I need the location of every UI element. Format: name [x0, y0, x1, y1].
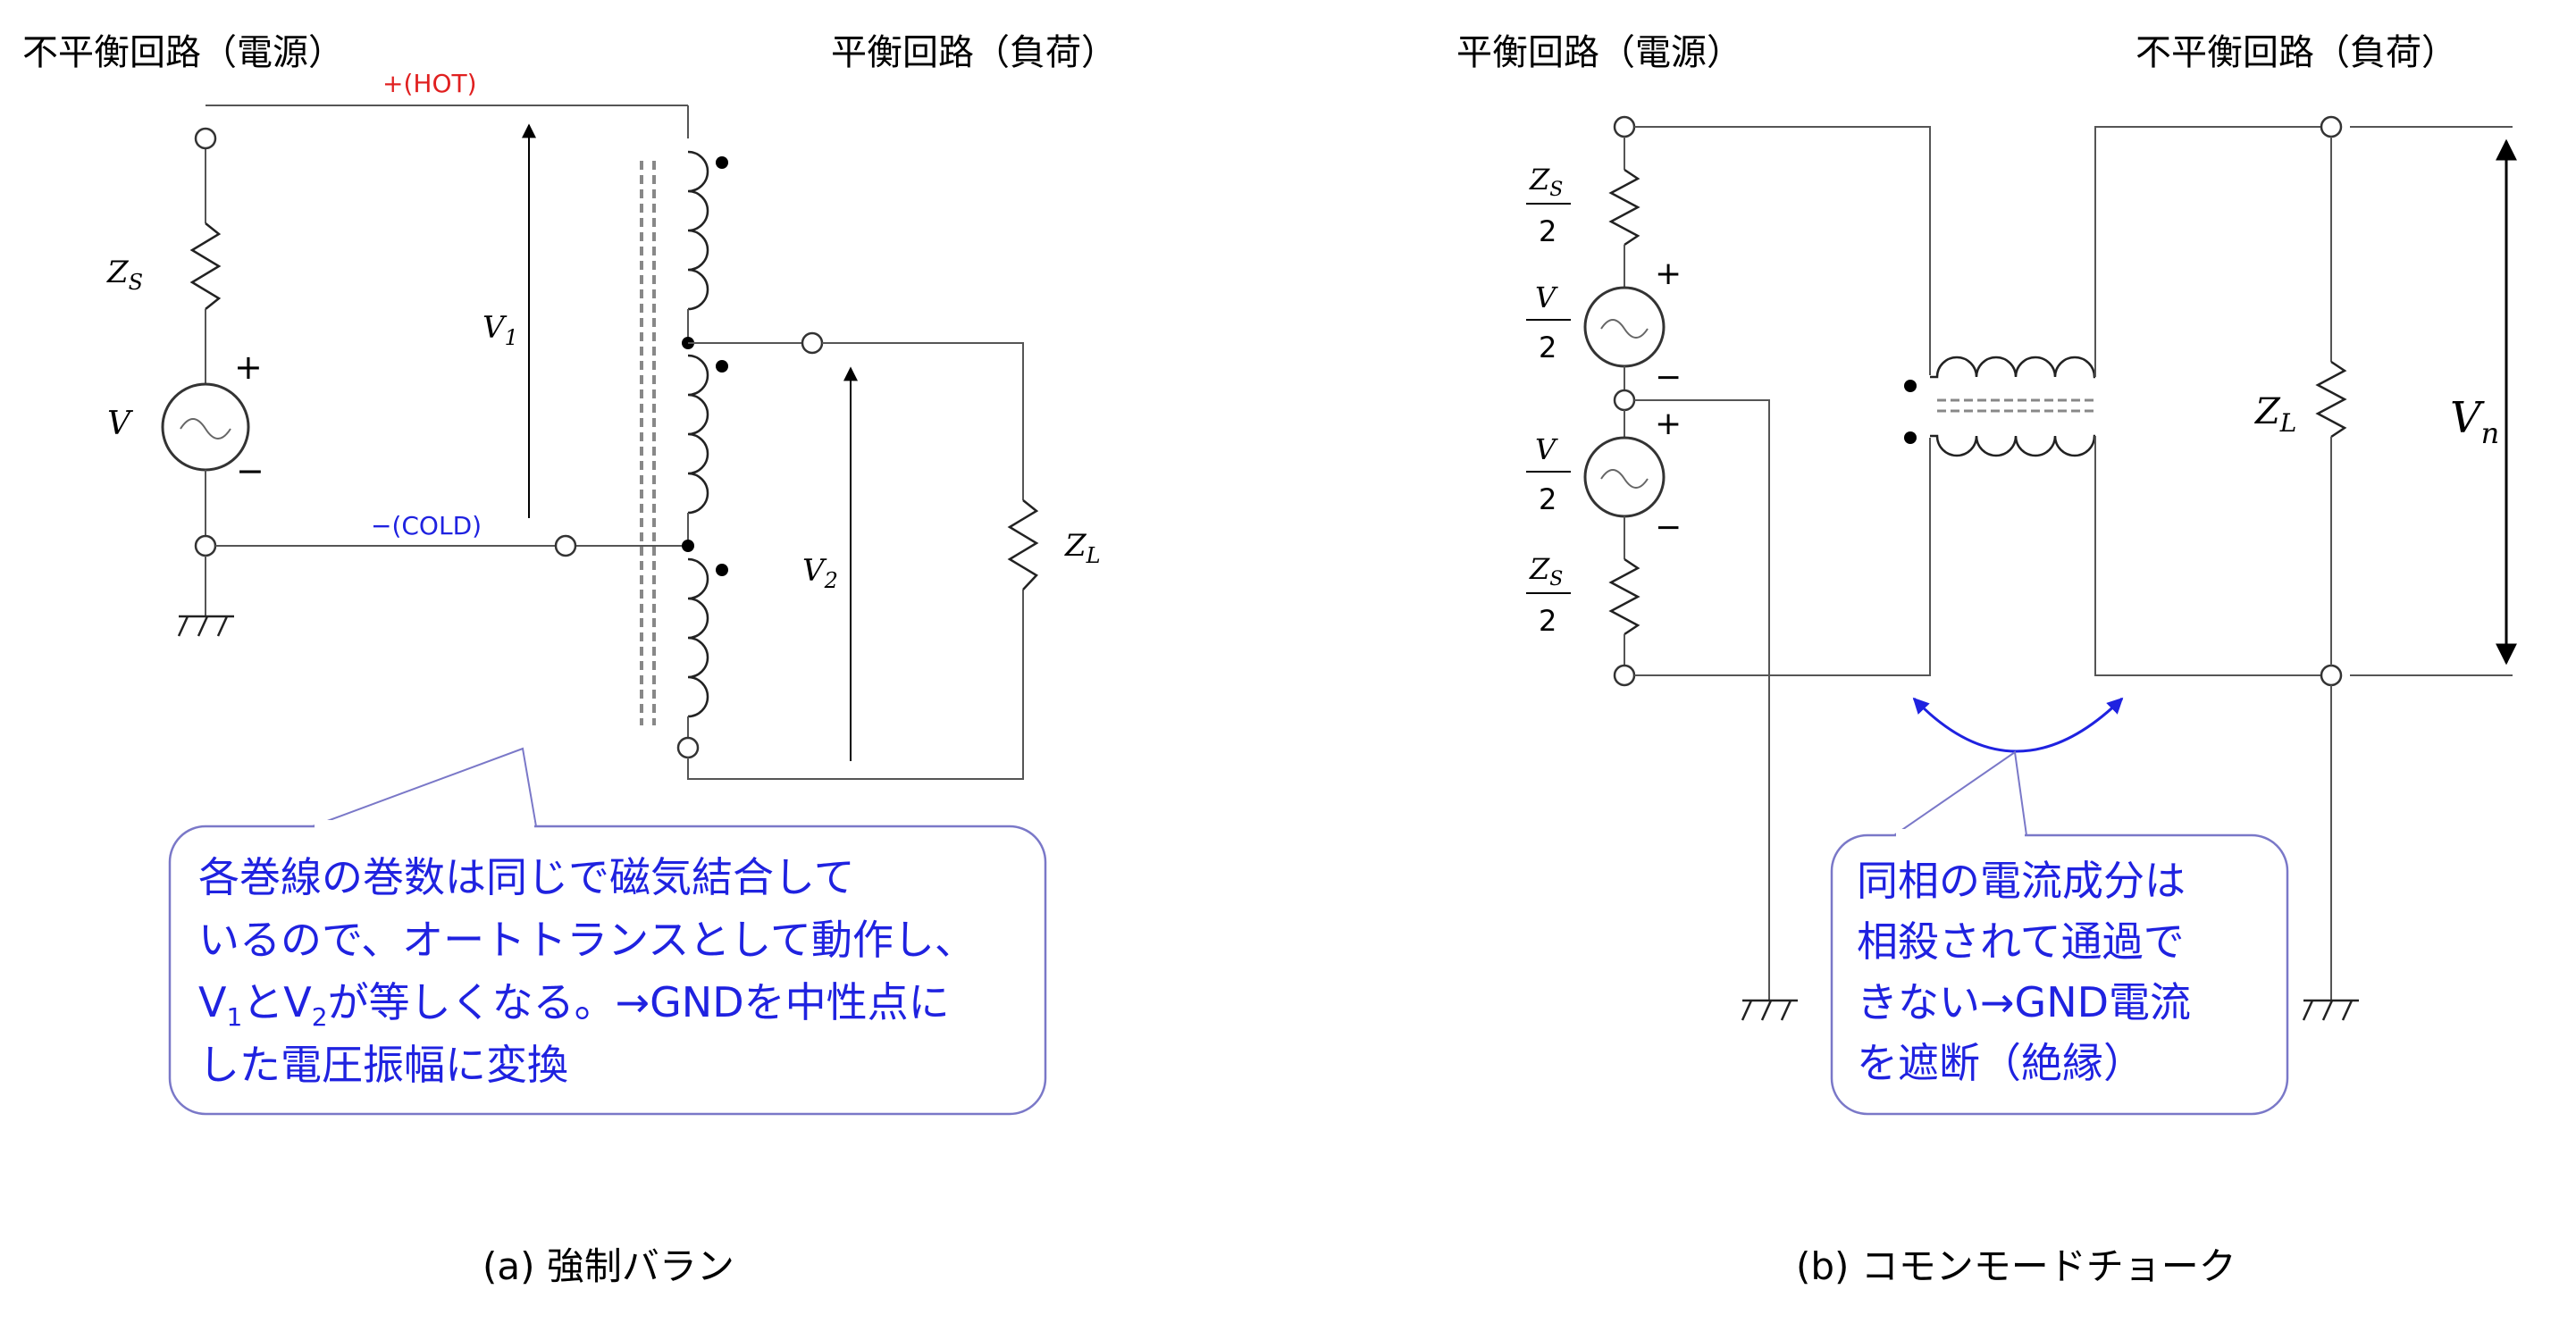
r-ground-tick-2a [2302, 1000, 2314, 1021]
caption-a: (a) 強制バラン [482, 1244, 734, 1288]
r-mid-ground-wire [1634, 399, 1770, 1001]
ground-tick-1 [177, 615, 189, 637]
r-callout-line-3: きない→GND電流 [1857, 978, 2191, 1026]
ground-tick-2 [197, 615, 209, 637]
svg-text:2: 2 [1539, 331, 1557, 364]
v2-label: V2 [802, 553, 838, 593]
r-load-top-wire [2094, 126, 2321, 377]
r-load-terminal-top [2320, 115, 2343, 138]
r-zs-resistor-bottom [1608, 557, 1640, 636]
coil-1 [687, 150, 709, 311]
minus-sign: − [236, 451, 264, 490]
right-title-unbalanced: 不平衡回路（負荷） [2135, 32, 2457, 73]
right-title-balanced: 平衡回路（電源） [1456, 32, 1742, 73]
coil-2 [687, 354, 709, 515]
r-callout-joint [1896, 829, 2025, 840]
cancel-arc-arrow [1912, 697, 2124, 753]
r-ground-tick-2b [2321, 1000, 2334, 1021]
r-load-terminal-bottom [2320, 664, 2343, 687]
callout-joint [315, 820, 534, 831]
hot-label: +(HOT) [382, 69, 477, 98]
r-v-bottom-fraction: V 2 [1526, 432, 1571, 516]
r-callout-line-4: を遮断（絶縁） [1857, 1039, 2144, 1087]
callout-box [168, 825, 1047, 1116]
svg-text:V: V [1535, 281, 1558, 314]
r-v-top-fraction: V 2 [1526, 281, 1571, 364]
terminal-cold-mid [554, 534, 577, 557]
polarity-dot-3 [716, 564, 728, 576]
r-zs-bottom-fraction: ZS 2 [1526, 552, 1571, 638]
caption-b: (b) コモンモードチョーク [1796, 1244, 2236, 1288]
choke-dot-1 [1904, 380, 1917, 392]
common-mode-choke-diagram: 平衡回路（電源） 不平衡回路（負荷） ZS 2 V 2 [1456, 32, 2517, 1288]
r-plus-top: + [1655, 255, 1682, 292]
r-callout-pointer [1893, 750, 2027, 836]
svg-text:2: 2 [1539, 604, 1557, 638]
r-minus-top: − [1655, 359, 1682, 396]
zl-label: ZL [1064, 528, 1101, 568]
r-sine-icon-bottom [1600, 469, 1649, 489]
r-sine-icon-top [1600, 319, 1649, 339]
r-callout-line-2: 相殺されて通過で [1857, 917, 2185, 966]
r-bottom-wire [1634, 438, 1931, 676]
r-zl-label: ZL [2253, 391, 2296, 438]
r-terminal-mid [1613, 389, 1636, 412]
vn-label: Vn [2450, 393, 2499, 450]
r-plus-bottom: + [1655, 406, 1682, 442]
sine-icon [180, 418, 231, 440]
callout-line-1: 各巻線の巻数は同じで磁気結合して [198, 853, 855, 901]
v-label: V [107, 406, 134, 442]
svg-text:2: 2 [1539, 214, 1557, 248]
forced-balun-diagram: 不平衡回路（電源） 平衡回路（負荷） +(HOT) ZS V + − −(COL… [22, 32, 1117, 1288]
r-zs-resistor-top [1608, 168, 1640, 247]
svg-text:V: V [1535, 432, 1558, 466]
svg-text:ZS: ZS [1529, 163, 1563, 201]
r-terminal-bottom [1613, 664, 1636, 687]
zs-label: ZS [106, 255, 143, 295]
svg-text:2: 2 [1539, 482, 1557, 516]
terminal-cold [194, 534, 217, 557]
zl-resistor [1007, 499, 1039, 590]
plus-sign: + [234, 347, 263, 387]
callout-line-3: V1とV2が等しくなる。→GNDを中性点に [198, 978, 950, 1032]
v1-label: V1 [482, 310, 518, 350]
svg-text:ZS: ZS [1529, 552, 1563, 590]
terminal-bottom [676, 736, 700, 759]
r-ground-tick-2c [2341, 1000, 2354, 1021]
zs-resistor [189, 222, 222, 310]
polarity-dot-1 [716, 156, 728, 169]
cold-label: −(COLD) [371, 511, 482, 540]
r-ground-tick-1a [1741, 1000, 1753, 1021]
r-ground-tick-1c [1780, 1000, 1792, 1021]
choke-coil-top [1930, 356, 2096, 379]
r-zs-top-fraction: ZS 2 [1526, 163, 1571, 248]
r-minus-bottom: − [1655, 509, 1682, 546]
callout-line-4: した電圧振幅に変換 [198, 1041, 568, 1089]
r-source-bottom [1583, 436, 1666, 518]
choke-dot-2 [1904, 431, 1917, 444]
load-return-wire [687, 590, 1024, 780]
coil-3 [687, 557, 709, 718]
terminal-mid [801, 331, 824, 355]
r-source-top [1583, 286, 1666, 368]
terminal-hot [194, 127, 217, 150]
r-ground-tick-1b [1760, 1000, 1773, 1021]
load-wire-top [822, 342, 1024, 500]
choke-coil-bottom [1930, 434, 2096, 457]
left-title-unbalanced: 不平衡回路（電源） [22, 32, 344, 73]
polarity-dot-2 [716, 360, 728, 373]
junction-cold [682, 540, 694, 552]
r-top-wire [1634, 126, 1931, 375]
left-title-balanced: 平衡回路（負荷） [831, 32, 1117, 73]
callout-line-2: いるので、オートトランスとして動作し、 [198, 916, 976, 964]
r-load-bottom-wire [2094, 436, 2321, 676]
r-callout-line-1: 同相の電流成分は [1857, 857, 2186, 905]
r-terminal-top [1613, 115, 1636, 138]
callout-pointer [312, 747, 537, 827]
ground-tick-3 [216, 615, 229, 637]
r-callout-box [1830, 833, 2289, 1116]
r-zl-resistor [2315, 360, 2347, 439]
